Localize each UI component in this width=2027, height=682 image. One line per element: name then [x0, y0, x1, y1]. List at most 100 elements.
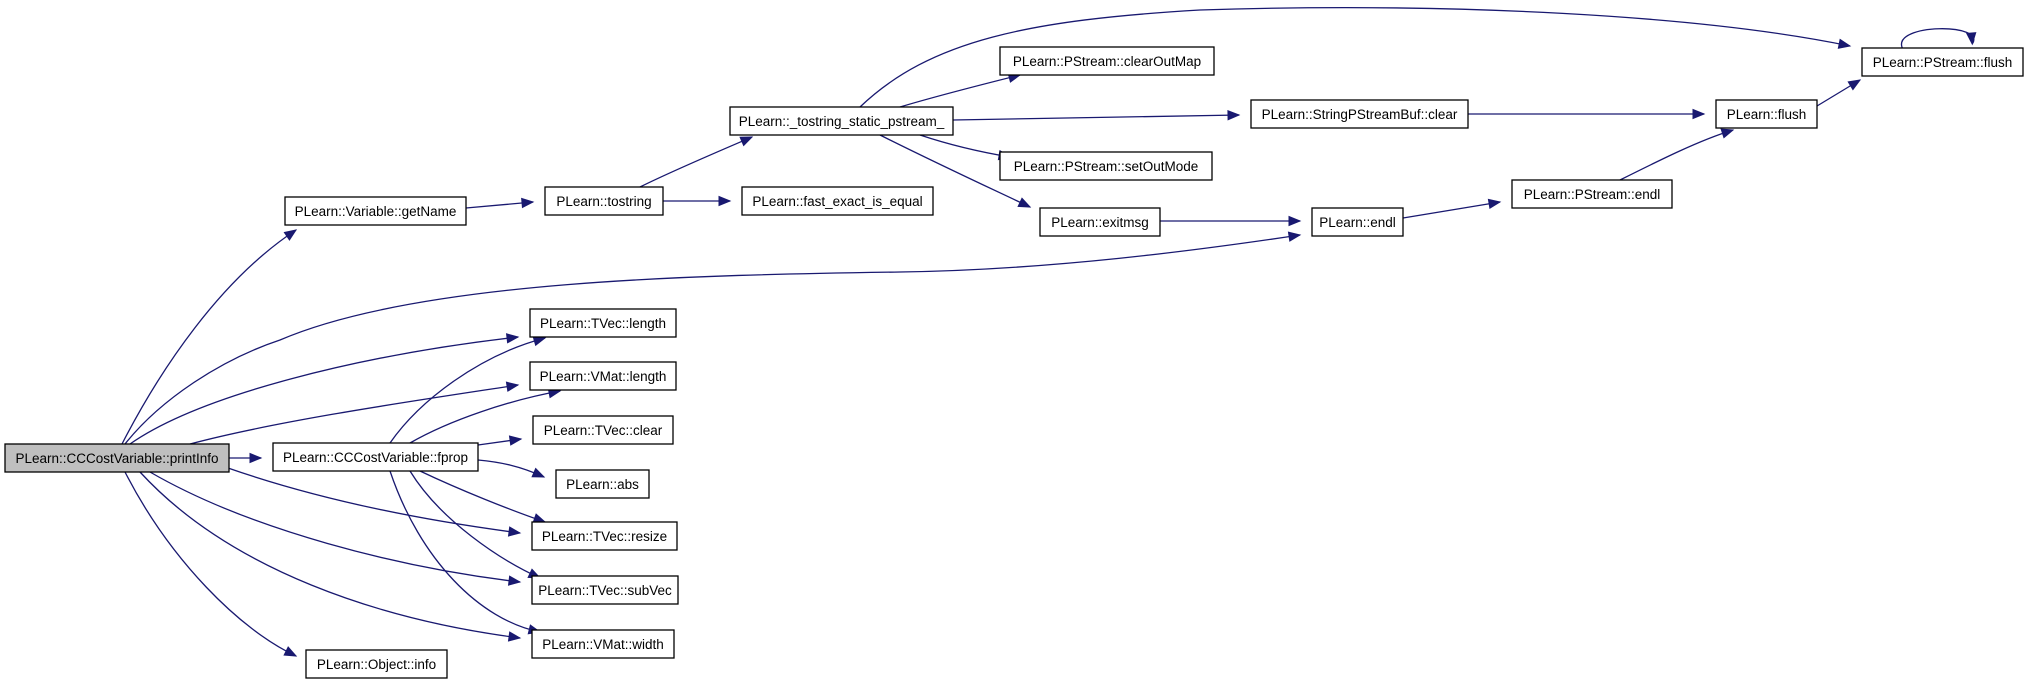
node-label: PLearn::_tostring_static_pstream_: [739, 114, 945, 129]
node-endl[interactable]: PLearn::endl: [1311, 207, 1404, 237]
arrowhead: [507, 631, 522, 642]
node-vmat_width[interactable]: PLearn::VMat::width: [531, 629, 675, 659]
node-box: [531, 629, 675, 659]
edge-endl-to-ps_endl: [1402, 198, 1502, 219]
node-getName[interactable]: PLearn::Variable::getName: [284, 196, 467, 226]
node-tvec_resize[interactable]: PLearn::TVec::resize: [531, 521, 678, 551]
node-tvec_subVec[interactable]: PLearn::TVec::subVec: [531, 575, 679, 605]
edge-fprop-to-tvec_clear: [477, 435, 523, 446]
node-setOutMode[interactable]: PLearn::PStream::setOutMode: [999, 151, 1213, 181]
node-box: [531, 521, 678, 551]
node-box: [729, 106, 954, 136]
node-box: [532, 415, 674, 445]
arrowhead: [1487, 198, 1502, 210]
edge-line: [419, 470, 546, 523]
edge-line: [124, 471, 297, 657]
edge-getName-to-tostring: [465, 197, 535, 209]
edge-line: [1402, 201, 1501, 219]
edge-fprop-to-vmat_width: [389, 470, 542, 635]
arrowhead: [1692, 108, 1706, 120]
edge-line: [389, 470, 541, 633]
node-label: PLearn::PStream::endl: [1524, 187, 1661, 202]
call-edges: [121, 7, 1977, 657]
edge-fprop-to-tvec_resize: [419, 470, 547, 524]
node-box: [305, 649, 448, 679]
node-label: PLearn::StringPStreamBuf::clear: [1262, 107, 1458, 122]
arrowhead: [718, 195, 732, 207]
arrowhead: [1287, 231, 1302, 242]
arrowhead: [1837, 38, 1852, 49]
edge-tostring_static-to-clearOutMap: [899, 72, 1022, 108]
edge-printInfo-to-fprop: [229, 452, 263, 464]
node-fprop[interactable]: PLearn::CCCostVariable::fprop: [272, 442, 479, 472]
node-label: PLearn::endl: [1319, 215, 1396, 230]
node-label: PLearn::TVec::resize: [542, 529, 667, 544]
node-tvec_length[interactable]: PLearn::TVec::length: [529, 308, 677, 338]
edge-tostring_static-to-spsb_clear: [952, 109, 1241, 121]
node-label: PLearn::Variable::getName: [295, 204, 457, 219]
node-label: PLearn::Object::info: [317, 657, 436, 672]
edge-printInfo-to-tvec_subVec: [149, 471, 522, 586]
node-object_info[interactable]: PLearn::Object::info: [305, 649, 448, 679]
node-box: [284, 196, 467, 226]
edge-tostring_static-to-exitmsg: [879, 134, 1032, 208]
edge-line: [389, 337, 546, 444]
edge-fprop-to-abs: [477, 459, 546, 478]
edge-line: [189, 384, 519, 445]
edge-exitmsg-to-endl: [1160, 215, 1302, 227]
node-box: [1250, 99, 1469, 129]
edge-tostring-to-fast_exact: [663, 195, 732, 207]
node-spsb_clear[interactable]: PLearn::StringPStreamBuf::clear: [1250, 99, 1469, 129]
edge-flush-to-ps_flush: [1816, 79, 1862, 107]
node-box: [544, 186, 664, 216]
node-fast_exact[interactable]: PLearn::fast_exact_is_equal: [741, 186, 934, 216]
arrowhead: [1227, 109, 1241, 121]
node-box: [531, 575, 679, 605]
arrowhead: [508, 435, 523, 446]
node-tvec_clear[interactable]: PLearn::TVec::clear: [532, 415, 674, 445]
node-abs[interactable]: PLearn::abs: [555, 469, 650, 499]
edge-line: [129, 336, 519, 445]
node-label: PLearn::VMat::length: [540, 369, 667, 384]
node-label: PLearn::PStream::flush: [1873, 55, 2013, 70]
node-label: PLearn::abs: [566, 477, 639, 492]
edge-line: [639, 136, 753, 188]
node-exitmsg[interactable]: PLearn::exitmsg: [1039, 207, 1161, 237]
node-label: PLearn::PStream::setOutMode: [1014, 159, 1199, 174]
node-ps_flush[interactable]: PLearn::PStream::flush: [1861, 47, 2024, 77]
node-label: PLearn::CCCostVariable::printInfo: [15, 451, 218, 466]
edge-printInfo-to-tvec_length: [129, 333, 520, 445]
edge-tostring_static-to-ps_flush: [859, 7, 1852, 108]
node-box: [1039, 207, 1161, 237]
edge-line: [1901, 28, 1975, 49]
node-tostring[interactable]: PLearn::tostring: [544, 186, 664, 216]
arrowhead: [283, 229, 298, 241]
node-tostring_static[interactable]: PLearn::_tostring_static_pstream_: [729, 106, 954, 136]
arrowhead: [1720, 128, 1735, 139]
edge-spsb_clear-to-flush: [1468, 108, 1706, 120]
arrowhead: [532, 336, 547, 347]
node-printInfo[interactable]: PLearn::CCCostVariable::printInfo: [4, 443, 230, 473]
edge-line: [879, 134, 1031, 208]
node-label: PLearn::flush: [1727, 107, 1807, 122]
edge-line: [859, 7, 1851, 108]
edge-tostring-to-tostring_static: [639, 136, 754, 188]
edge-fprop-to-tvec_length: [389, 336, 547, 444]
edge-line: [952, 114, 1240, 121]
arrowhead: [505, 333, 520, 344]
edge-printInfo-to-getName: [121, 229, 298, 445]
edge-tostring_static-to-setOutMode: [919, 134, 1012, 161]
node-ps_endl[interactable]: PLearn::PStream::endl: [1511, 179, 1673, 209]
node-vmat_length[interactable]: PLearn::VMat::length: [529, 361, 677, 391]
edge-printInfo-to-endl: [124, 231, 1302, 445]
node-flush[interactable]: PLearn::flush: [1715, 99, 1818, 129]
node-box: [999, 151, 1213, 181]
node-clearOutMap[interactable]: PLearn::PStream::clearOutMap: [999, 46, 1215, 76]
edge-line: [899, 74, 1021, 108]
arrowhead: [505, 381, 520, 392]
edge-line: [149, 471, 521, 583]
node-label: PLearn::VMat::width: [542, 637, 664, 652]
edge-line: [409, 390, 561, 444]
arrowhead: [532, 513, 547, 524]
